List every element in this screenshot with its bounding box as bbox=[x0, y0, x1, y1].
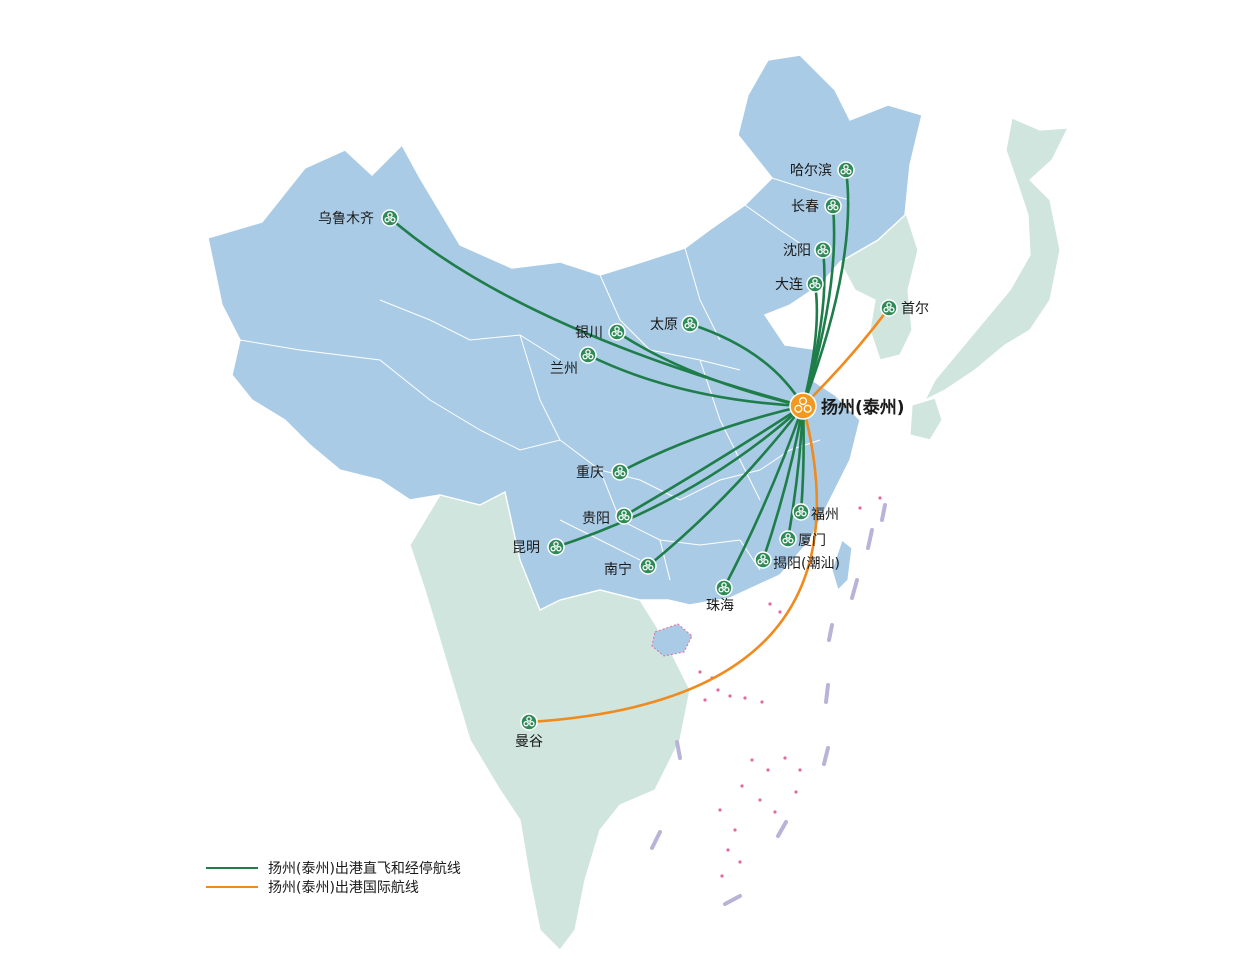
city-zhuhai: 珠海 bbox=[706, 579, 734, 614]
city-label-bangkok: 曼谷 bbox=[515, 734, 543, 750]
city-label-chongqing: 重庆 bbox=[576, 465, 604, 481]
route-jieyang bbox=[761, 404, 805, 562]
airline-swirl-icon bbox=[611, 463, 629, 481]
route-guiyang bbox=[622, 404, 805, 518]
city-seoul: 首尔 bbox=[880, 299, 929, 317]
city-label-taiyuan: 太原 bbox=[650, 317, 678, 333]
city-label-kunming: 昆明 bbox=[512, 540, 540, 556]
route-yinchuan bbox=[615, 330, 805, 408]
city-xiamen: 厦门 bbox=[779, 530, 826, 549]
route-lanzhou bbox=[586, 353, 805, 408]
airline-swirl-icon bbox=[615, 507, 633, 525]
city-yinchuan: 银川 bbox=[575, 323, 626, 341]
city-label-shenyang: 沈阳 bbox=[783, 243, 811, 259]
city-guiyang: 贵阳 bbox=[582, 507, 633, 527]
route-chongqing bbox=[618, 404, 805, 474]
route-dalian bbox=[801, 282, 819, 408]
route-kunming bbox=[554, 404, 805, 549]
route-nanning bbox=[646, 404, 805, 568]
hub-swirl-icon bbox=[789, 392, 817, 420]
china-land bbox=[207, 54, 923, 657]
airline-swirl-icon bbox=[806, 275, 824, 293]
hub-label: 扬州(泰州) bbox=[821, 397, 905, 418]
city-urumqi: 乌鲁木齐 bbox=[318, 209, 399, 227]
airline-swirl-icon bbox=[715, 579, 733, 597]
japan-land bbox=[923, 117, 1070, 402]
city-label-guiyang: 贵阳 bbox=[582, 511, 610, 527]
city-label-fuzhou: 福州 bbox=[811, 507, 839, 523]
route-zhuhai bbox=[722, 404, 805, 590]
legend: 扬州(泰州)出港直飞和经停航线 扬州(泰州)出港国际航线 bbox=[206, 858, 461, 896]
legend-international-label: 扬州(泰州)出港国际航线 bbox=[268, 879, 419, 896]
city-label-xiamen: 厦门 bbox=[798, 533, 826, 549]
airline-swirl-icon bbox=[754, 551, 772, 569]
city-label-nanning: 南宁 bbox=[604, 561, 632, 578]
airline-swirl-icon bbox=[779, 530, 797, 548]
legend-domestic-label: 扬州(泰州)出港直飞和经停航线 bbox=[268, 860, 461, 877]
legend-domestic-swatch bbox=[206, 866, 258, 869]
airline-swirl-icon bbox=[608, 323, 626, 341]
airline-swirl-icon bbox=[639, 557, 657, 575]
city-label-jieyang: 揭阳(潮汕) bbox=[773, 556, 840, 572]
airline-swirl-icon bbox=[681, 315, 699, 333]
legend-international-swatch bbox=[206, 885, 258, 888]
legend-item-domestic: 扬州(泰州)出港直飞和经停航线 bbox=[206, 858, 461, 877]
city-dalian: 大连 bbox=[775, 275, 824, 293]
legend-item-international: 扬州(泰州)出港国际航线 bbox=[206, 877, 461, 896]
city-label-urumqi: 乌鲁木齐 bbox=[318, 211, 374, 227]
city-chongqing: 重庆 bbox=[576, 463, 629, 481]
city-label-yinchuan: 银川 bbox=[575, 325, 603, 341]
city-kunming: 昆明 bbox=[512, 538, 565, 556]
city-label-harbin: 哈尔滨 bbox=[790, 163, 832, 179]
city-label-zhuhai: 珠海 bbox=[706, 598, 734, 614]
route-seoul bbox=[801, 306, 891, 408]
city-label-seoul: 首尔 bbox=[901, 301, 929, 317]
route-taiyuan bbox=[688, 322, 805, 408]
route-bangkok bbox=[527, 404, 818, 724]
airline-swirl-icon bbox=[792, 503, 810, 521]
city-lanzhou: 兰州 bbox=[550, 346, 597, 377]
route-lines bbox=[388, 168, 891, 724]
city-label-lanzhou: 兰州 bbox=[550, 361, 578, 377]
airline-swirl-icon bbox=[547, 538, 565, 556]
city-taiyuan: 太原 bbox=[650, 315, 699, 333]
taiwan-land bbox=[831, 538, 853, 592]
route-harbin bbox=[801, 168, 850, 408]
city-label-changchun: 长春 bbox=[791, 199, 819, 215]
airline-swirl-icon bbox=[824, 197, 842, 215]
kyushu-land bbox=[909, 397, 943, 441]
city-changchun: 长春 bbox=[791, 197, 842, 215]
city-nanning: 南宁 bbox=[604, 557, 657, 578]
airline-swirl-icon bbox=[837, 161, 855, 179]
island-markers bbox=[698, 496, 882, 878]
airline-swirl-icon bbox=[814, 241, 832, 259]
city-bangkok: 曼谷 bbox=[515, 713, 543, 750]
city-shenyang: 沈阳 bbox=[783, 241, 832, 259]
hainan-island bbox=[651, 623, 693, 657]
city-label-dalian: 大连 bbox=[775, 277, 803, 293]
city-jieyang: 揭阳(潮汕) bbox=[754, 551, 840, 572]
city-fuzhou: 福州 bbox=[792, 503, 839, 523]
airline-swirl-icon bbox=[579, 346, 597, 364]
city-harbin: 哈尔滨 bbox=[790, 161, 855, 179]
airline-swirl-icon bbox=[880, 299, 898, 317]
neighbor-land bbox=[409, 117, 1070, 951]
airline-swirl-icon bbox=[520, 713, 538, 731]
sea-boundary-dashes bbox=[650, 503, 887, 906]
hub-city: 扬州(泰州) bbox=[789, 392, 905, 420]
airline-swirl-icon bbox=[381, 209, 399, 227]
